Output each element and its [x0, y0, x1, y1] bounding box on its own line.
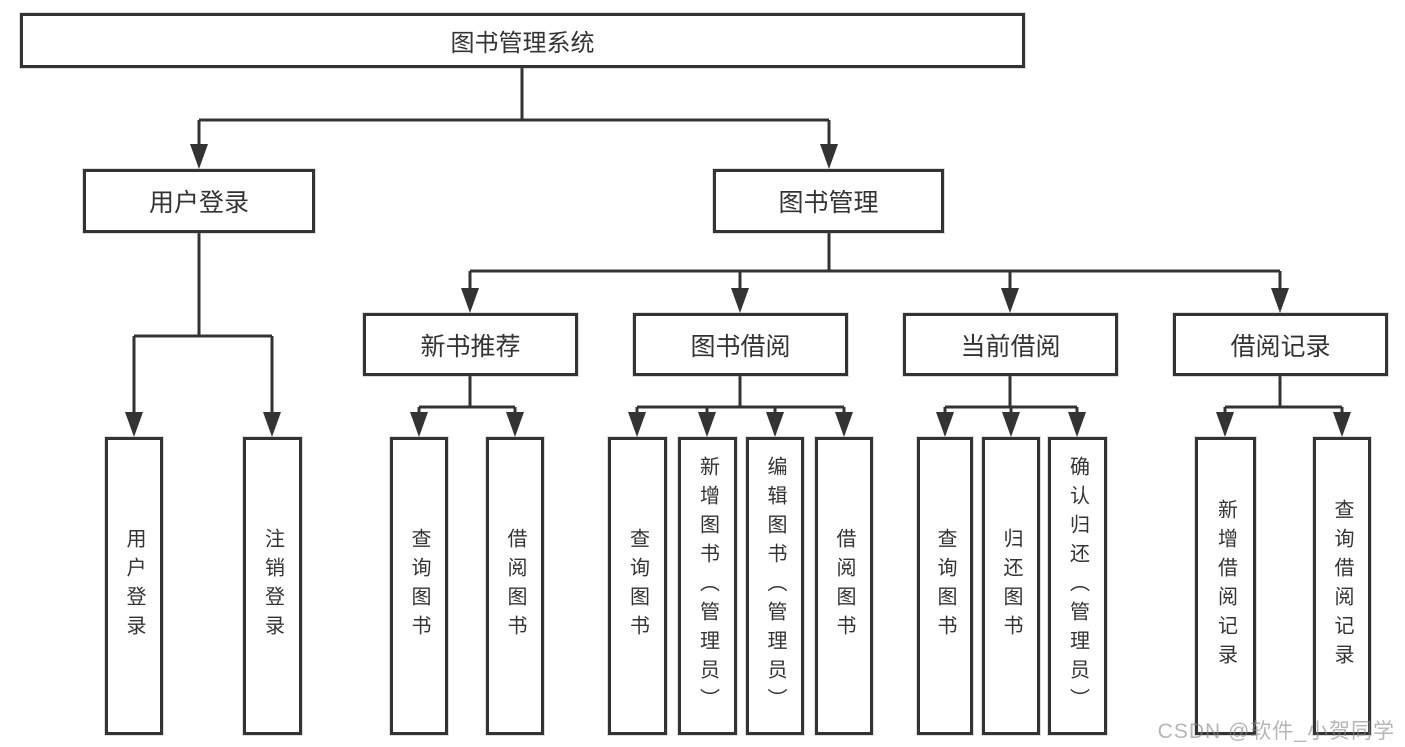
node-new-book-recommend-label: 新书推荐 — [420, 332, 521, 361]
leaf-query-borrow-record: 查询借阅记录 — [1313, 437, 1371, 735]
node-borrow-records: 借阅记录 — [1173, 313, 1388, 376]
leaf-logout-label: 注销登录 — [261, 528, 284, 644]
leaf-return-books-label: 归还图书 — [1000, 528, 1022, 644]
leaf-query-books-current-label: 查询图书 — [934, 528, 956, 644]
leaf-confirm-return-admin: 确认归还（管理员） — [1048, 437, 1107, 735]
leaf-query-books-recommend-label: 查询图书 — [408, 528, 430, 644]
node-user-login-label: 用户登录 — [148, 189, 249, 217]
node-user-login: 用户登录 — [83, 169, 315, 233]
leaf-add-borrow-record-label: 新增借阅记录 — [1214, 499, 1237, 673]
leaf-query-borrow-record-label: 查询借阅记录 — [1331, 499, 1353, 673]
node-root-label: 图书管理系统 — [450, 30, 595, 57]
leaf-add-borrow-record: 新增借阅记录 — [1195, 437, 1256, 735]
node-new-book-recommend: 新书推荐 — [363, 313, 578, 376]
leaf-borrow-books-recommend: 借阅图书 — [486, 437, 544, 735]
leaf-borrow-books: 借阅图书 — [815, 437, 873, 735]
watermark: CSDN @软件_小贺同学 — [1157, 720, 1395, 743]
leaf-logout: 注销登录 — [243, 437, 302, 735]
node-book-borrow-label: 图书借阅 — [690, 332, 791, 361]
leaf-query-books-current: 查询图书 — [917, 437, 973, 735]
arrowhead-icons — [125, 144, 1351, 437]
node-book-management-label: 图书管理 — [778, 189, 879, 217]
leaf-add-books-admin-label: 新增图书（管理员） — [696, 455, 719, 717]
leaf-return-books: 归还图书 — [982, 437, 1040, 735]
node-book-management: 图书管理 — [713, 169, 944, 233]
leaf-query-books-borrow-label: 查询图书 — [626, 528, 649, 644]
leaf-edit-books-admin: 编辑图书（管理员） — [746, 437, 804, 735]
leaf-add-books-admin: 新增图书（管理员） — [678, 437, 737, 735]
leaf-confirm-return-admin-label: 确认归还（管理员） — [1066, 455, 1089, 717]
leaf-query-books-borrow: 查询图书 — [608, 437, 667, 735]
leaf-borrow-books-label: 借阅图书 — [833, 528, 855, 644]
node-current-borrow-label: 当前借阅 — [960, 332, 1061, 361]
leaf-borrow-books-recommend-label: 借阅图书 — [504, 528, 526, 644]
leaf-user-login-label: 用户登录 — [123, 528, 145, 644]
node-current-borrow: 当前借阅 — [903, 313, 1118, 376]
leaf-query-books-recommend: 查询图书 — [390, 437, 448, 735]
leaf-edit-books-admin-label: 编辑图书（管理员） — [764, 455, 786, 717]
node-root: 图书管理系统 — [20, 13, 1025, 68]
node-borrow-records-label: 借阅记录 — [1230, 332, 1331, 361]
leaf-user-login: 用户登录 — [105, 437, 163, 735]
node-book-borrow: 图书借阅 — [633, 313, 848, 376]
